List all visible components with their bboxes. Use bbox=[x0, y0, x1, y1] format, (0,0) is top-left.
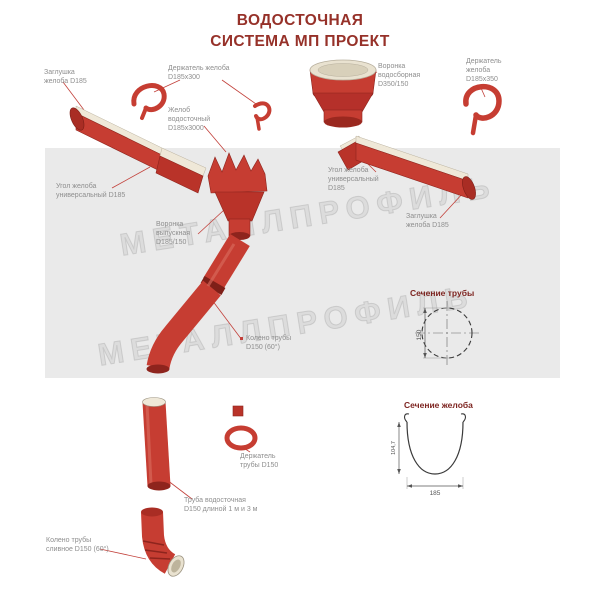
gutter-right bbox=[337, 135, 476, 200]
outlet-funnel bbox=[207, 152, 268, 240]
drain-elbow bbox=[141, 507, 185, 577]
gutter-holder-right bbox=[463, 83, 502, 136]
gutter-left bbox=[69, 105, 163, 173]
label-gutter-end-cap-right: Заглушка желоба D185 bbox=[406, 213, 449, 230]
collection-funnel bbox=[309, 59, 377, 128]
label-gutter-holder-300: Держатель желоба D185х300 bbox=[168, 65, 230, 82]
label-downpipe: Труба водосточная D150 длиной 1 м и 3 м bbox=[184, 497, 258, 514]
leader-anchor-dot bbox=[240, 337, 243, 340]
label-gutter: Желоб водосточный D185х3000 bbox=[168, 107, 211, 133]
page-title: ВОДОСТОЧНАЯ СИСТЕМА МП ПРОЕКТ bbox=[210, 12, 390, 50]
pipe-cross-section: 150 bbox=[415, 301, 479, 365]
label-drain-elbow: Колено трубы сливное D150 (60°) bbox=[46, 537, 109, 554]
label-gutter-holder-350: Держатель желоба D185х350 bbox=[466, 58, 502, 84]
gutter-corner-left bbox=[155, 147, 207, 194]
label-outlet-funnel: Воронка выпускная D185/150 bbox=[156, 221, 191, 247]
pipe-diameter-dim: 150 bbox=[416, 329, 423, 340]
gutter-depth-dim: 104,7 bbox=[391, 441, 397, 455]
downpipe-elbow-top bbox=[146, 233, 250, 374]
label-gutter-corner-left: Угол желоба универсальный D185 bbox=[56, 183, 126, 200]
gutter-end-cap-right bbox=[462, 176, 476, 200]
label-collection-funnel: Воронка водосборная D350/150 bbox=[378, 63, 421, 89]
label-pipe-elbow: Колено трубы D150 (60°) bbox=[246, 335, 292, 352]
gutter-cross-section: 185 104,7 bbox=[391, 413, 466, 497]
gutter-holder-left bbox=[131, 83, 167, 120]
heading-gutter-section: Сечение желоба bbox=[404, 400, 473, 410]
label-gutter-corner-right: Угол желоба универсальный D185 bbox=[328, 167, 379, 193]
pipe-holder bbox=[224, 405, 258, 451]
label-pipe-holder: Держатель трубы D150 bbox=[240, 453, 279, 470]
downpipe-middle bbox=[142, 397, 171, 491]
gutter-holder-small bbox=[253, 101, 272, 131]
label-gutter-end-cap-left: Заглушка желоба D185 bbox=[44, 69, 87, 86]
gutter-end-cap-left bbox=[69, 107, 85, 131]
leader-lines bbox=[62, 71, 486, 560]
gutter-width-dim: 185 bbox=[430, 490, 441, 497]
heading-pipe-section: Сечение трубы bbox=[410, 288, 475, 298]
